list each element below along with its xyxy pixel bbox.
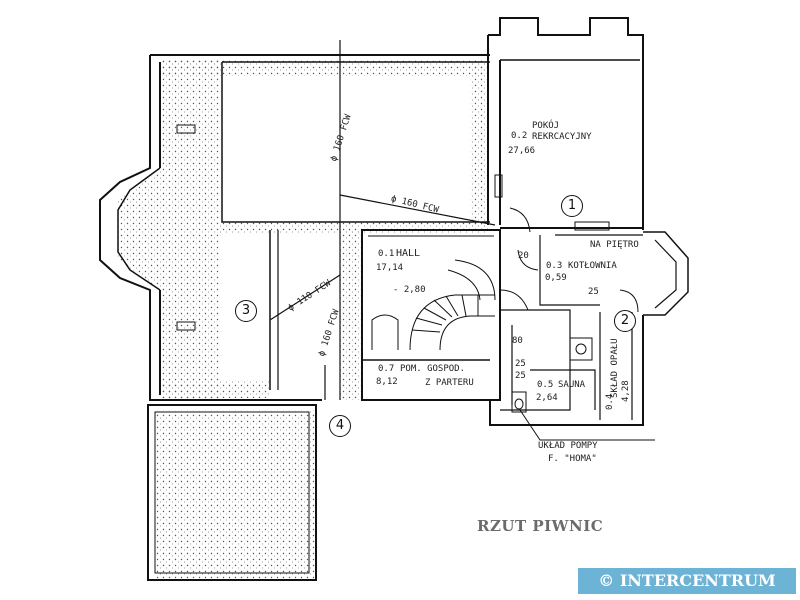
- walls: [99, 17, 689, 581]
- stairs-up-label: NA PIĘTRO: [590, 240, 639, 250]
- utility-number: 0.7: [378, 364, 395, 374]
- sauna-name: SAUNA: [558, 380, 586, 390]
- recreation-room-area: 27,66: [508, 146, 536, 156]
- window-marks: [176, 124, 610, 331]
- pump-leader: [519, 409, 655, 441]
- stipple-zones: [118, 60, 490, 580]
- stairs-down-label: Z PARTERU: [425, 378, 474, 388]
- storage-area: 4,28: [621, 380, 631, 402]
- dimension-80: 80: [512, 336, 523, 346]
- dimension-20: 20: [518, 251, 529, 261]
- sauna-area: 2,64: [536, 393, 558, 403]
- pump-label-line1: UKŁAD POMPY: [538, 441, 598, 451]
- pipes: [269, 40, 496, 400]
- hall-number: 0.1: [378, 249, 395, 259]
- pump-label-line2: F. "HOMA": [548, 454, 597, 464]
- hall-level: - 2,80: [393, 285, 426, 295]
- sauna-number: 0.5: [537, 380, 554, 390]
- hall-name: HALL: [396, 248, 421, 259]
- marker-3: 3: [235, 300, 257, 322]
- marker-2: 2: [614, 310, 636, 332]
- storage-name: SKŁAD OPAŁU: [610, 338, 620, 398]
- hall-area: 17,14: [376, 263, 404, 273]
- boiler-number: 0.3: [546, 261, 563, 271]
- boiler-area: 0,59: [545, 273, 567, 283]
- utility-name: POM. GOSPOD.: [400, 364, 466, 374]
- fixtures: [511, 337, 593, 413]
- boiler-name: KOTŁOWNIA: [568, 261, 617, 271]
- recreation-room-name-line2: REKRCACYJNY: [532, 132, 592, 142]
- marker-4: 4: [329, 415, 351, 437]
- staircase: [371, 259, 496, 351]
- dimension-25-left: 25: [515, 359, 526, 369]
- recreation-room-number: 0.2: [511, 131, 528, 141]
- dimension-25-left-2: 25: [515, 371, 526, 381]
- marker-1: 1: [561, 195, 583, 217]
- dimension-25-boiler: 25: [588, 287, 599, 297]
- plan-title: RZUT PIWNIC: [477, 517, 604, 535]
- utility-area: 8,12: [376, 377, 398, 387]
- doors: [499, 207, 639, 313]
- recreation-room-name-line1: POKÓJ: [532, 121, 560, 131]
- watermark-banner: © INTERCENTRUM: [578, 568, 796, 594]
